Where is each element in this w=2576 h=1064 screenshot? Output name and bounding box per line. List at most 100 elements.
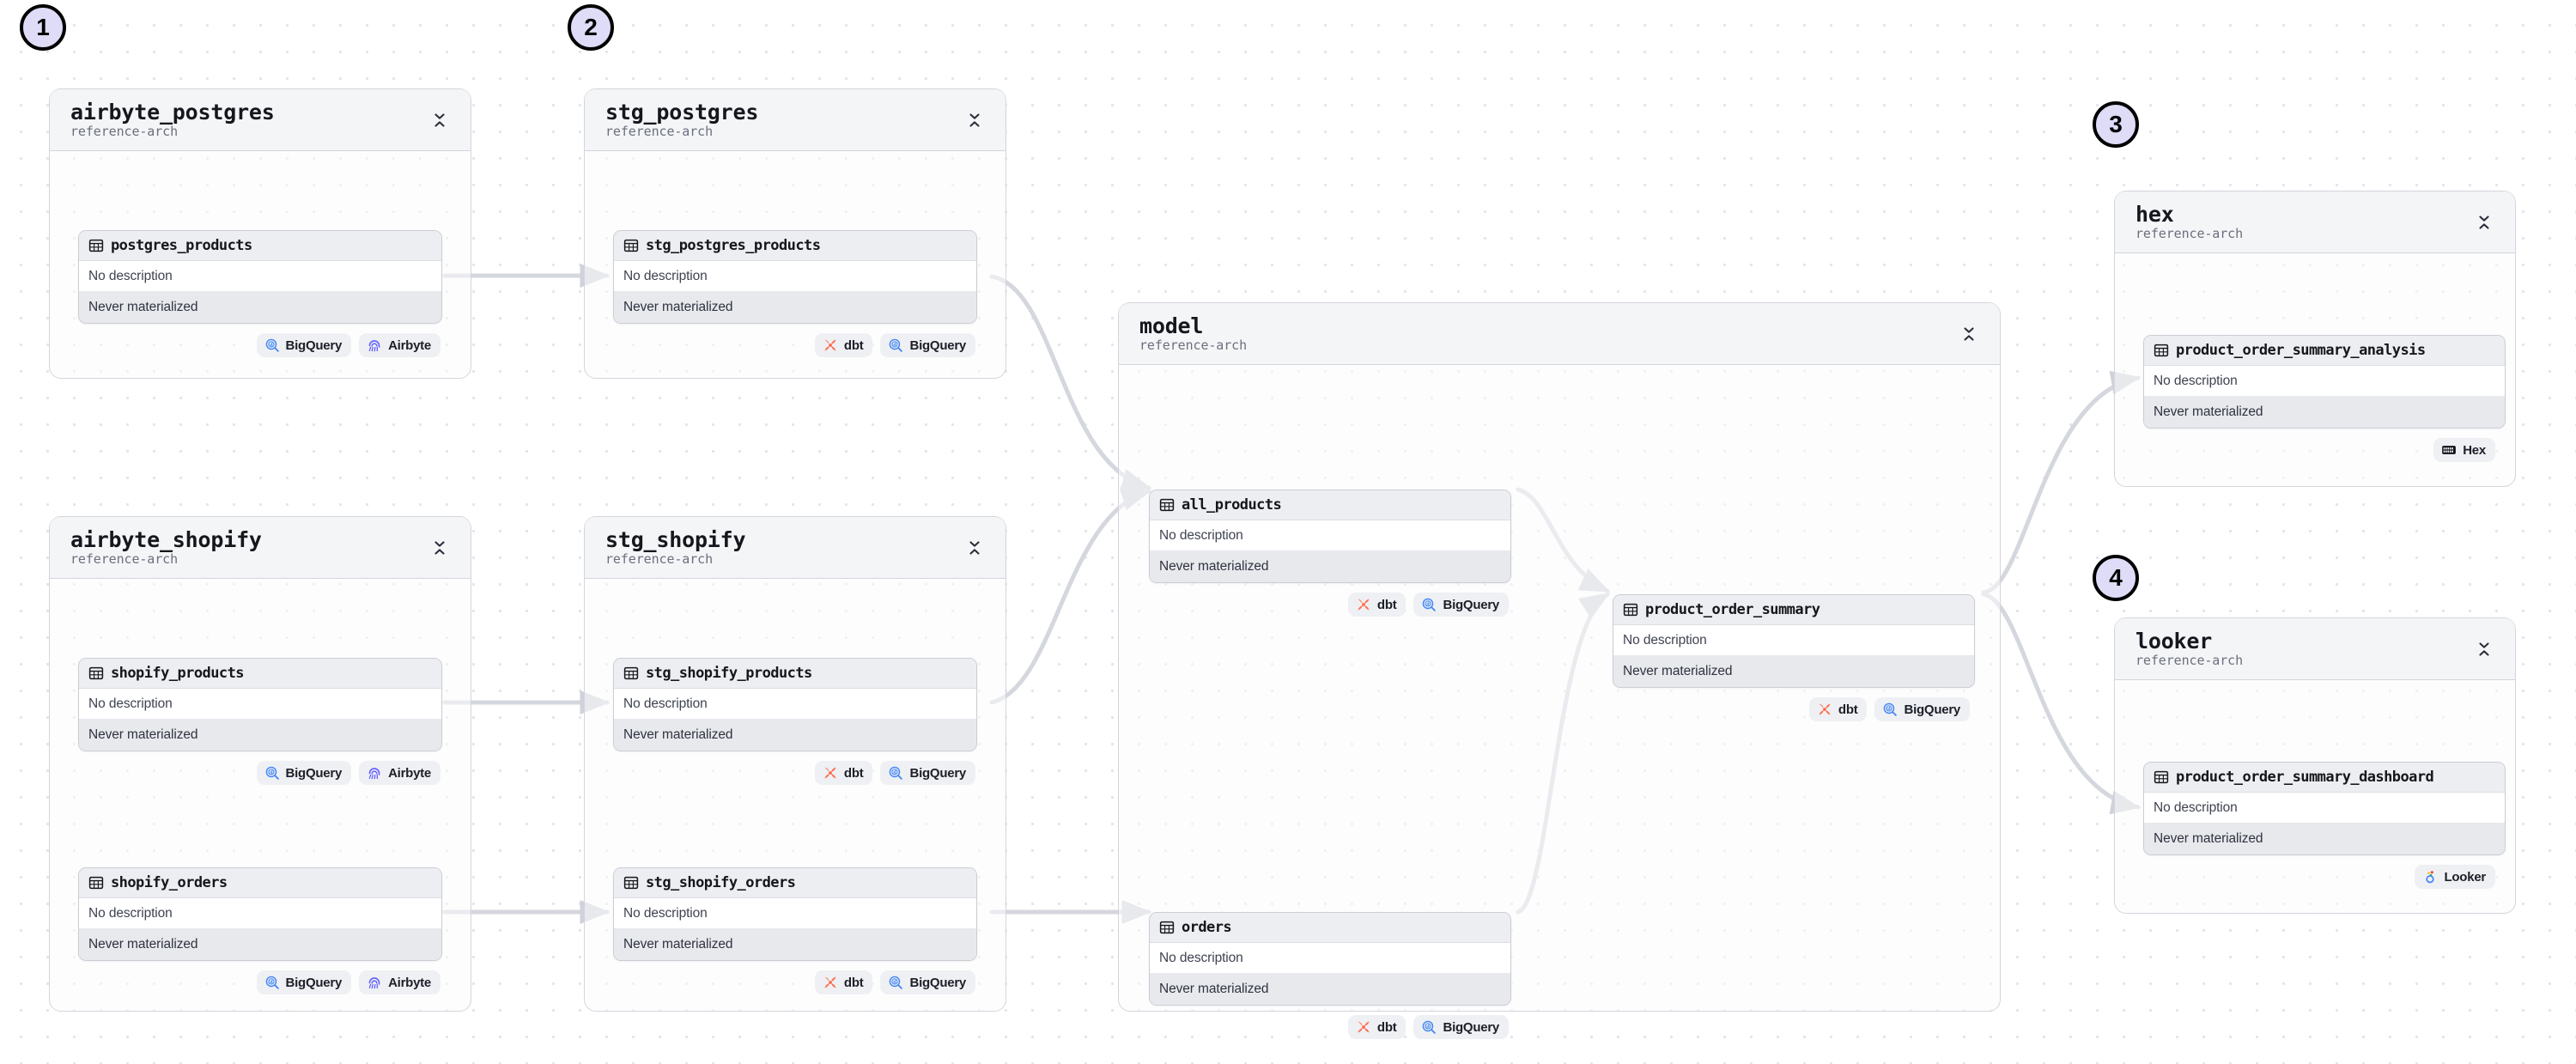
badge-bigquery[interactable]: BigQuery bbox=[1874, 697, 1970, 721]
asset-badges-shopify_products: BigQuery Airbyte bbox=[256, 761, 440, 785]
asset-materialization: Never materialized bbox=[1613, 656, 1974, 687]
asset-node-name: orders bbox=[1182, 919, 1232, 936]
dbt-icon bbox=[1356, 597, 1371, 612]
step-marker-3: 3 bbox=[2093, 101, 2139, 148]
collapse-icon[interactable] bbox=[966, 110, 983, 131]
badge-bigquery[interactable]: BigQuery bbox=[256, 333, 352, 357]
asset-node-name: shopify_orders bbox=[111, 874, 228, 891]
badge-label: dbt bbox=[1838, 702, 1858, 717]
asset-materialization: Never materialized bbox=[614, 292, 976, 323]
collapse-icon[interactable] bbox=[2476, 639, 2493, 660]
bigquery-icon bbox=[1882, 702, 1898, 717]
asset-description: No description bbox=[79, 898, 441, 929]
badge-bigquery[interactable]: BigQuery bbox=[256, 761, 352, 785]
asset-node-name: all_products bbox=[1182, 496, 1282, 514]
dbt-icon bbox=[823, 337, 838, 353]
asset-description: No description bbox=[1150, 520, 1510, 551]
hex-icon bbox=[2441, 442, 2457, 458]
table-icon bbox=[2154, 343, 2169, 358]
badge-label: BigQuery bbox=[909, 337, 966, 353]
asset-badges-product_order_summary_dashboard: Looker bbox=[2415, 865, 2495, 889]
badge-label: Airbyte bbox=[388, 975, 431, 990]
badge-label: BigQuery bbox=[1443, 597, 1499, 612]
badge-dbt[interactable]: dbt bbox=[1347, 593, 1406, 617]
badge-dbt[interactable]: dbt bbox=[814, 333, 873, 357]
asset-node-name: stg_postgres_products bbox=[646, 237, 821, 254]
asset-node-name: stg_shopify_products bbox=[646, 665, 812, 682]
badge-airbyte[interactable]: Airbyte bbox=[359, 761, 440, 785]
badge-bigquery[interactable]: BigQuery bbox=[880, 970, 975, 994]
badge-bigquery[interactable]: BigQuery bbox=[256, 970, 352, 994]
asset-node-name: postgres_products bbox=[111, 237, 252, 254]
table-icon bbox=[88, 875, 104, 891]
asset-node-title: stg_shopify_orders bbox=[614, 868, 976, 898]
collapse-icon[interactable] bbox=[1960, 324, 1978, 344]
badge-bigquery[interactable]: BigQuery bbox=[880, 333, 975, 357]
group-subtitle: reference-arch bbox=[605, 124, 714, 140]
collapse-icon[interactable] bbox=[431, 110, 448, 131]
badge-dbt[interactable]: dbt bbox=[1347, 1015, 1406, 1039]
badge-label: dbt bbox=[843, 975, 864, 990]
badge-label: BigQuery bbox=[285, 337, 343, 353]
collapse-icon[interactable] bbox=[966, 538, 983, 558]
badge-label: BigQuery bbox=[909, 975, 966, 990]
asset-materialization: Never materialized bbox=[2144, 824, 2505, 854]
badge-airbyte[interactable]: Airbyte bbox=[359, 333, 440, 357]
badge-label: dbt bbox=[843, 765, 864, 781]
badge-bigquery[interactable]: BigQuery bbox=[880, 761, 975, 785]
collapse-icon[interactable] bbox=[2476, 212, 2493, 233]
asset-node-title: postgres_products bbox=[79, 231, 441, 261]
asset-materialization: Never materialized bbox=[1150, 974, 1510, 1005]
asset-description: No description bbox=[2144, 793, 2505, 824]
badge-hex[interactable]: Hex bbox=[2433, 438, 2495, 462]
badge-dbt[interactable]: dbt bbox=[1808, 697, 1868, 721]
asset-node-title: stg_shopify_products bbox=[614, 659, 976, 689]
badge-dbt[interactable]: dbt bbox=[814, 761, 873, 785]
asset-description: No description bbox=[1613, 625, 1974, 656]
badge-bigquery[interactable]: BigQuery bbox=[1413, 593, 1509, 617]
asset-description: No description bbox=[79, 261, 441, 292]
badge-dbt[interactable]: dbt bbox=[814, 970, 873, 994]
dbt-icon bbox=[1356, 1019, 1371, 1035]
asset-node-name: product_order_summary_analysis bbox=[2176, 342, 2426, 359]
table-icon bbox=[1159, 920, 1175, 935]
badge-airbyte[interactable]: Airbyte bbox=[359, 970, 440, 994]
asset-badges-stg_shopify_orders: dbt BigQuery bbox=[814, 970, 975, 994]
table-icon bbox=[2154, 769, 2169, 785]
asset-materialization: Never materialized bbox=[2144, 397, 2505, 428]
asset-materialization: Never materialized bbox=[79, 929, 441, 960]
table-icon bbox=[88, 238, 104, 253]
table-icon bbox=[623, 238, 639, 253]
badge-looker[interactable]: Looker bbox=[2415, 865, 2495, 889]
group-name: hex bbox=[2136, 202, 2174, 228]
asset-node-title: stg_postgres_products bbox=[614, 231, 976, 261]
badge-bigquery[interactable]: BigQuery bbox=[1413, 1015, 1509, 1039]
collapse-icon[interactable] bbox=[431, 538, 448, 558]
asset-description: No description bbox=[614, 261, 976, 292]
